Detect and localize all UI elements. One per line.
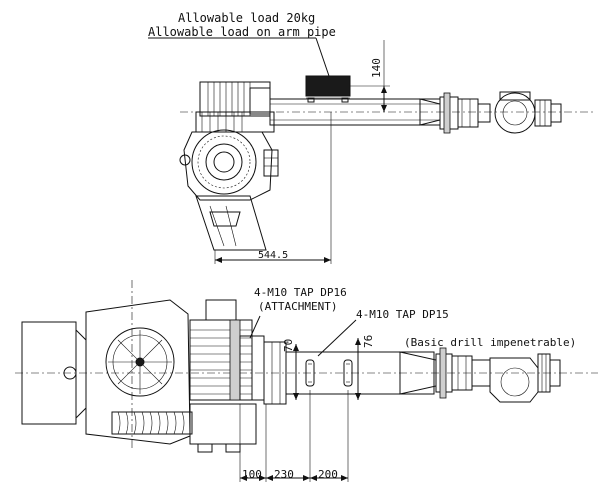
tap-hole-1 xyxy=(305,359,315,387)
load-label-1: Allowable load 20kg xyxy=(178,11,315,25)
tap-hole-2 xyxy=(343,359,353,387)
load-label-2: Allowable load on arm pipe xyxy=(148,25,336,39)
base-turret xyxy=(85,299,191,445)
motor-top-cap xyxy=(205,299,237,321)
wrist-joint-plan xyxy=(489,357,539,403)
dim-200-label: 200 xyxy=(318,468,338,481)
leader-line xyxy=(315,37,330,77)
dim-230-label: 230 xyxy=(274,468,294,481)
dim-70-label: 70 xyxy=(282,339,295,352)
motor-stack xyxy=(189,319,253,401)
note-label: (Basic drill impenetrable) xyxy=(404,336,576,349)
dim-100-label: 100 xyxy=(242,468,262,481)
side-view xyxy=(148,37,595,264)
dim-140-label: 140 xyxy=(370,58,383,78)
tap2-label: 4-M10 TAP DP15 xyxy=(356,308,449,321)
tap2-leader xyxy=(317,319,357,357)
motor-upper-side xyxy=(199,81,271,117)
j2-housing-side xyxy=(183,131,273,201)
dim-76-label: 76 xyxy=(362,335,375,348)
load-block xyxy=(305,75,351,97)
lower-arm-side xyxy=(195,195,267,251)
j2-gear-ring xyxy=(191,129,257,195)
wrist-joint-side xyxy=(494,92,536,134)
plan-view xyxy=(15,280,598,482)
dim-544-label: 544.5 xyxy=(258,250,288,261)
tap1-label: 4-M10 TAP DP16 xyxy=(254,286,347,299)
tap1-sub-label: (ATTACHMENT) xyxy=(258,300,337,313)
tap1-leader xyxy=(249,315,261,339)
